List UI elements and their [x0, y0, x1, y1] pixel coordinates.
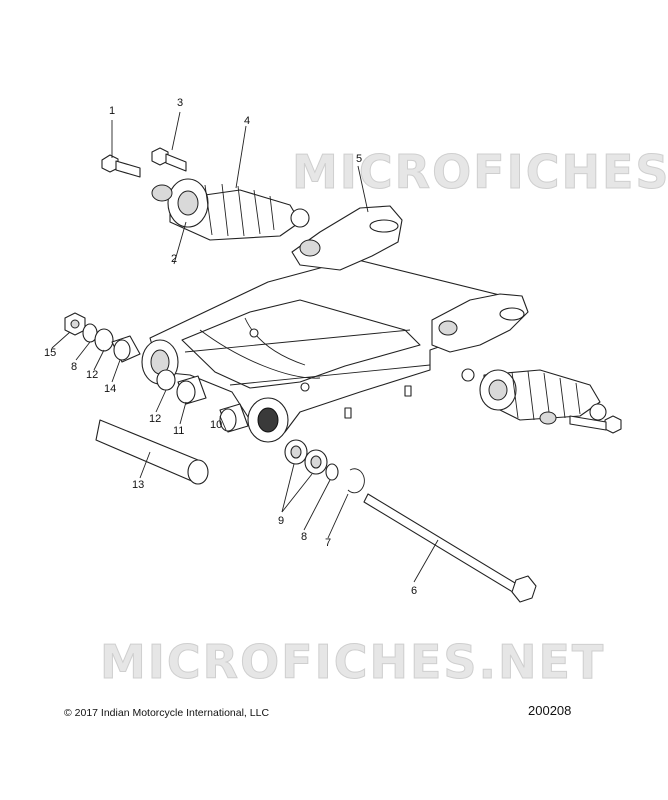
bearing-9a-bore — [290, 445, 302, 459]
bushing-14 — [111, 335, 141, 363]
bolt-right — [569, 415, 622, 434]
callout-12-right: 12 — [149, 413, 161, 425]
callout-3: 3 — [177, 97, 183, 109]
callout-10: 10 — [210, 419, 222, 431]
callout-9: 9 — [278, 515, 284, 527]
callout-5: 5 — [356, 153, 362, 165]
callout-2: 2 — [171, 253, 177, 265]
watermark-top: MICROFICHES.NET — [292, 145, 668, 199]
shock-bracket-upper — [291, 205, 403, 271]
callout-4: 4 — [244, 115, 250, 127]
axle-13 — [95, 419, 209, 485]
callout-15: 15 — [44, 347, 56, 359]
bolt-3 — [151, 147, 187, 172]
shock-absorber-right — [479, 369, 607, 425]
callout-8-right: 8 — [301, 531, 307, 543]
snap-ring-7 — [347, 468, 365, 494]
washer-12-left — [94, 328, 114, 352]
nut-15 — [64, 312, 86, 336]
washer-8-right — [325, 463, 339, 481]
copyright-notice: © 2017 Indian Motorcycle International, … — [64, 707, 270, 719]
bolt-6 — [363, 493, 537, 603]
washer-right — [461, 368, 475, 382]
callout-8-left: 8 — [71, 361, 77, 373]
washer-12-right — [156, 369, 176, 391]
watermark-bottom: MICROFICHES.NET — [100, 635, 605, 689]
callout-1: 1 — [109, 105, 115, 117]
shock-absorber-left — [151, 178, 310, 241]
callout-14: 14 — [104, 383, 116, 395]
bushing-11 — [176, 375, 207, 405]
callout-13: 13 — [132, 479, 144, 491]
callout-6: 6 — [411, 585, 417, 597]
swingarm — [141, 257, 523, 443]
callout-11: 11 — [173, 425, 184, 437]
reference-number: 200208 — [528, 703, 572, 718]
bolt-1 — [101, 154, 141, 178]
shock-bracket-right — [431, 293, 529, 353]
bearing-9b-bore — [310, 455, 322, 469]
callout-7: 7 — [325, 537, 331, 549]
callout-12-left: 12 — [86, 369, 98, 381]
